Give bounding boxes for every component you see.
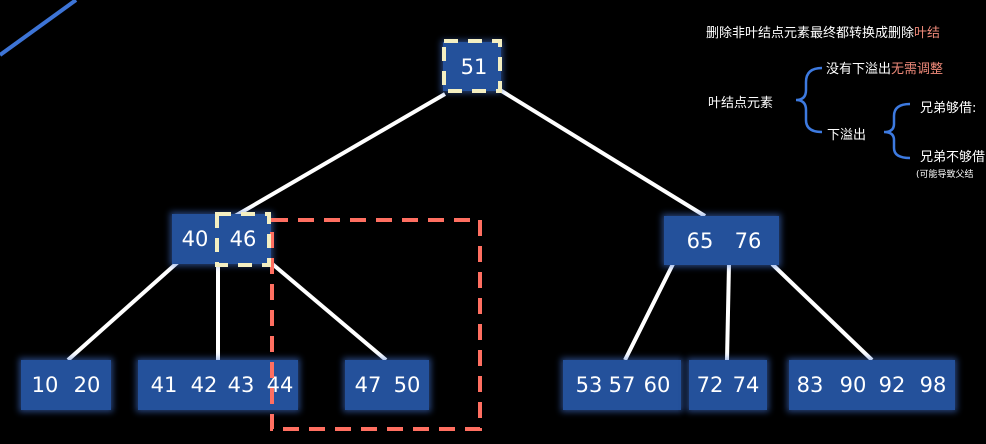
edge-76-leaf6 [770,262,874,362]
key-44: 44 [266,373,294,397]
leaf-node-3: 47 50 [345,360,429,410]
corner-decor-line [0,0,78,57]
key-42: 42 [190,373,218,397]
note-title: 删除非叶结点元素最终都转换成删除叶结 [706,22,940,41]
key-98: 98 [919,373,947,397]
note-sibling-can-lend: 兄弟够借: [920,101,977,116]
edge-root-right [498,88,707,218]
brace-group [795,66,911,160]
internal-node-left: 40 46 [172,214,271,264]
key-83: 83 [796,373,824,397]
edge-46-leaf3 [268,260,388,362]
edge-root-left [233,92,447,218]
leaf-node-5: 72 74 [689,360,767,410]
note-title-highlight: 叶结 [914,26,941,41]
note-leaf-label: 叶结点元素 [708,96,774,111]
edge-65-leaf4 [623,263,675,361]
leaf-node-6: 83 90 92 98 [789,360,955,410]
key-76: 76 [734,228,762,253]
internal-node-right: 65 76 [664,216,779,265]
key-60: 60 [643,373,671,397]
note-sibling-cannot-lend: 兄弟不够借 [920,150,986,165]
note-title-text: 删除非叶结点元素最终都转换成删除 [706,26,915,41]
leaf-node-4: 53 57 60 [563,360,681,410]
edge-40-leaf1 [66,260,180,362]
key-92: 92 [878,373,906,397]
root-node: 51 [443,42,501,91]
leaf-node-2: 41 42 43 44 [138,360,298,410]
key-53: 53 [575,373,603,397]
key-10: 10 [31,373,59,397]
note-no-underflow: 没有下溢出无需调整 [826,58,943,77]
brace-main [795,66,823,134]
key-50: 50 [393,373,421,397]
note-no-underflow-highlight: 无需调整 [891,62,944,77]
leaf-node-1: 10 20 [21,360,111,410]
key-74: 74 [732,373,760,397]
key-90: 90 [839,373,867,397]
key-46: 46 [229,227,257,251]
key-65: 65 [686,228,714,253]
key-41: 41 [150,373,178,397]
key-47: 47 [354,373,382,397]
key-51: 51 [460,54,488,79]
key-43: 43 [227,373,255,397]
note-parent: (可能导致父结 [916,170,974,180]
note-no-underflow-text: 没有下溢出 [826,62,892,77]
key-72: 72 [696,373,724,397]
key-40: 40 [181,227,209,251]
edge-76-leaf5 [725,263,731,361]
note-underflow-label: 下溢出 [827,128,867,143]
brace-underflow [883,102,911,160]
key-57: 57 [608,373,636,397]
key-20: 20 [73,373,101,397]
